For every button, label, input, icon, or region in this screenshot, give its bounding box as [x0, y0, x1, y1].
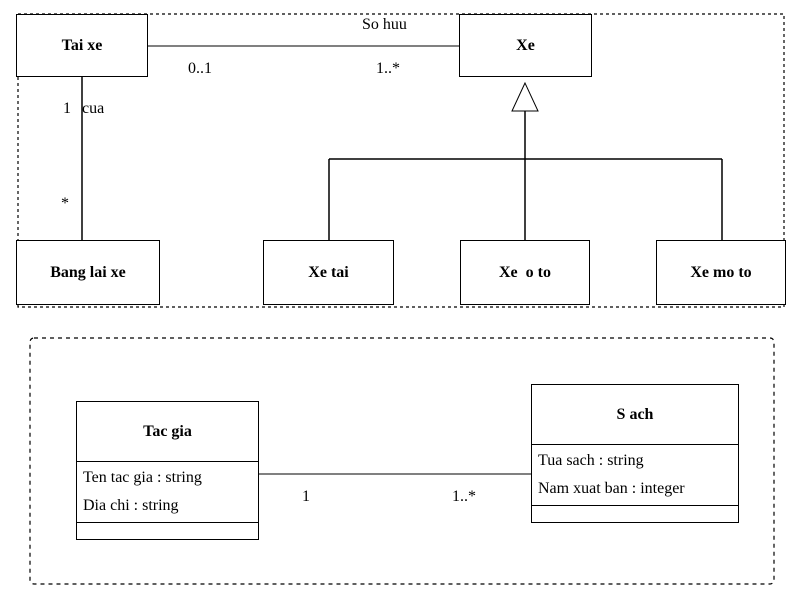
class-tai-xe: Tai xe [16, 14, 148, 77]
frame-bottom [29, 337, 775, 585]
class-sach-attributes: Tua sach : string Nam xuat ban : integer [532, 445, 738, 506]
multiplicity-xe-side: 1..* [376, 60, 400, 77]
class-sach-operations [532, 506, 738, 522]
multiplicity-tai-xe-side: 0..1 [188, 60, 212, 77]
frame-top [17, 13, 785, 308]
class-xe-tai: Xe tai [263, 240, 394, 305]
class-tai-xe-label: Tai xe [61, 36, 103, 54]
attribute-ten-tac-gia: Ten tac gia : string [83, 469, 202, 486]
class-tac-gia: Tac gia Ten tac gia : string Dia chi : s… [76, 401, 259, 540]
association-name-so-huu: So huu [362, 16, 407, 33]
class-tac-gia-name: Tac gia [77, 402, 258, 462]
generalization-triangle [511, 81, 539, 112]
class-xe-mo-to: Xe mo to [656, 240, 786, 305]
multiplicity-sach-side: 1..* [452, 488, 476, 505]
class-xe: Xe [459, 14, 592, 77]
multiplicity-cua-top: 1 [63, 100, 71, 117]
class-xe-o-to: Xe o to [460, 240, 590, 305]
class-xe-label: Xe [516, 36, 535, 54]
association-name-cua: cua [82, 100, 105, 117]
attribute-nam-xuat-ban: Nam xuat ban : integer [538, 480, 685, 497]
class-bang-lai-xe-label: Bang lai xe [50, 263, 126, 281]
attribute-dia-chi: Dia chi : string [83, 497, 179, 514]
class-xe-mo-to-label: Xe mo to [690, 263, 752, 281]
class-sach: S ach Tua sach : string Nam xuat ban : i… [531, 384, 739, 523]
class-sach-name: S ach [532, 385, 738, 445]
class-tac-gia-attributes: Ten tac gia : string Dia chi : string [77, 462, 258, 523]
class-xe-tai-label: Xe tai [308, 263, 349, 281]
class-tac-gia-operations [77, 523, 258, 539]
multiplicity-cua-bottom: * [61, 195, 69, 212]
multiplicity-tac-gia-side: 1 [302, 488, 310, 505]
attribute-tua-sach: Tua sach : string [538, 452, 644, 469]
class-xe-o-to-label: Xe o to [499, 263, 551, 281]
class-bang-lai-xe: Bang lai xe [16, 240, 160, 305]
